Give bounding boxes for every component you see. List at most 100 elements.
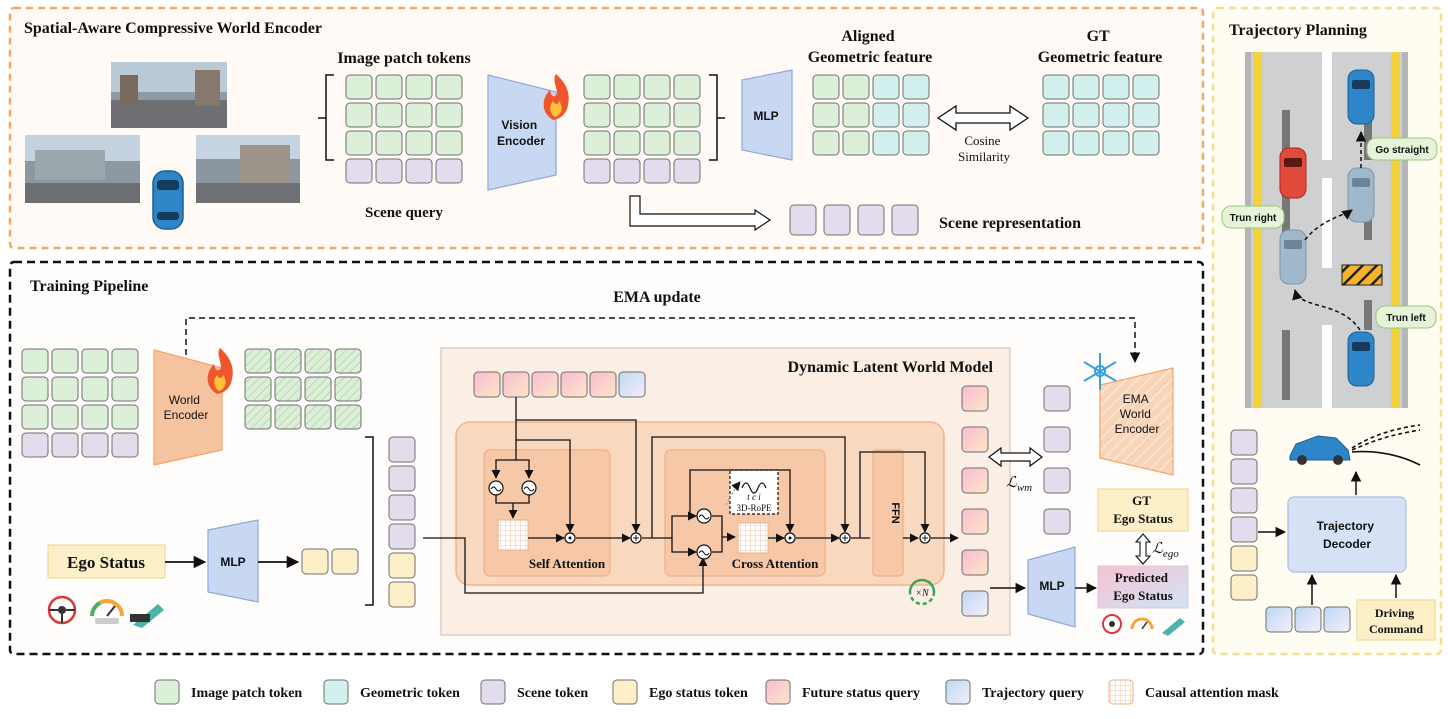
token (613, 102, 641, 128)
legend-label: Ego status token (649, 686, 748, 701)
ego-status-box (47, 544, 166, 579)
token (51, 432, 79, 458)
planning-input-stack (1230, 429, 1258, 601)
image-patch-token-grid (345, 74, 463, 184)
token (405, 158, 433, 184)
legend-label: Geometric token (360, 686, 460, 701)
dlwm-title: Dynamic Latent World Model (788, 359, 994, 376)
ffn-label: FFN (889, 502, 901, 523)
ema-update-label: EMA update (613, 289, 701, 306)
combined-token (388, 436, 416, 463)
rope-axes-label: t c i (747, 492, 761, 502)
lane-divider (1322, 52, 1332, 160)
aligned-geometric-feature-grid (812, 74, 930, 156)
ego-mlp-label: MLP (220, 555, 245, 569)
car-red-icon (1279, 147, 1307, 199)
ema-token (1043, 385, 1071, 412)
token (51, 404, 79, 430)
dlwm-wiring (423, 397, 959, 594)
hatched-token (244, 348, 272, 374)
legend-swatch (945, 679, 971, 705)
token (405, 74, 433, 100)
token (673, 130, 701, 156)
token (21, 432, 49, 458)
token (842, 102, 870, 128)
token (51, 348, 79, 374)
token (21, 348, 49, 374)
token (375, 102, 403, 128)
token (81, 432, 109, 458)
dot-glyphs (568, 536, 792, 540)
token (375, 74, 403, 100)
rope-label: 3D-RoPE (736, 503, 772, 513)
turn-right-bubble: Trun right (1221, 205, 1285, 229)
predicted-token (961, 508, 989, 535)
rope-wave-icon (741, 482, 767, 494)
hatched-token (244, 376, 272, 402)
plan-token (1230, 545, 1258, 572)
legend-swatch (765, 679, 791, 705)
camera-images (25, 62, 300, 203)
flame-icon (207, 348, 233, 394)
car-top-blue-icon (1347, 69, 1375, 125)
hatched-token (274, 404, 302, 430)
self-attention-label: Self Attention (529, 556, 606, 571)
car-ghost-straight-icon (1347, 167, 1375, 223)
output-mlp-label: MLP (1039, 579, 1064, 593)
future-query-token (502, 371, 530, 398)
predicted-token (961, 590, 989, 617)
cross-attention-mask (737, 522, 769, 554)
token (111, 404, 139, 430)
token (81, 348, 109, 374)
gt-ego-status-label: GT Ego Status (1113, 493, 1173, 526)
encoder-output-token-grid (583, 74, 701, 184)
combined-token (388, 581, 416, 608)
future-status-query-tokens (473, 371, 646, 398)
token (51, 376, 79, 402)
road-barrier (1341, 264, 1383, 286)
encoder-section-frame (8, 6, 1205, 250)
token (1132, 74, 1160, 100)
ema-world-encoder-label: EMA World Encoder (1115, 392, 1160, 436)
token (872, 130, 900, 156)
input-bracket (318, 74, 334, 161)
hatched-token (334, 348, 362, 374)
legend-label: Image patch token (191, 686, 302, 701)
token (345, 130, 373, 156)
cross-attention-label: Cross Attention (732, 556, 820, 571)
token (111, 376, 139, 402)
encoder-section-title: Spatial-Aware Compressive World Encoder (24, 20, 322, 37)
hatched-token (334, 404, 362, 430)
token (613, 74, 641, 100)
hatched-token (304, 404, 332, 430)
combined-token (388, 523, 416, 550)
token (583, 74, 611, 100)
token (872, 74, 900, 100)
token (872, 102, 900, 128)
combine-bracket (365, 436, 374, 606)
pedal-icon (1162, 618, 1185, 636)
future-query-token (589, 371, 617, 398)
speedometer-icon (1130, 617, 1154, 630)
svg-text:Trun right: Trun right (1230, 213, 1277, 224)
token (1132, 130, 1160, 156)
token (643, 102, 671, 128)
ffn-block (872, 449, 904, 577)
scene-token (823, 204, 851, 236)
cosine-similarity-arrow (936, 104, 1030, 132)
token (673, 102, 701, 128)
predicted-ego-status-label: Predicted Ego Status (1113, 570, 1173, 603)
operator-glyphs (490, 486, 928, 556)
token (81, 376, 109, 402)
ego-token (331, 548, 359, 575)
car-side-icon (1289, 435, 1351, 465)
output-mlp-block (1027, 546, 1076, 628)
future-query-token (618, 371, 646, 398)
trajectory-decoder-block (1287, 496, 1407, 573)
token (1072, 74, 1100, 100)
token (345, 74, 373, 100)
ego-loss-label: ℒego (1152, 541, 1179, 560)
combined-token (388, 552, 416, 579)
trajectory-query-tokens (1265, 606, 1351, 633)
